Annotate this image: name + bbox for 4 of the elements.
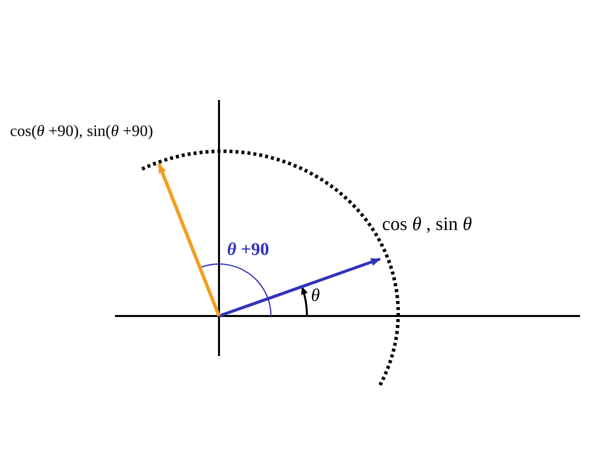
angle-label: θ	[311, 286, 320, 304]
point-label: cos θ , sin θ	[382, 215, 472, 234]
angle-label: θ +90	[227, 240, 270, 258]
point-label: cos(θ +90), sin(θ +90)	[10, 124, 154, 140]
